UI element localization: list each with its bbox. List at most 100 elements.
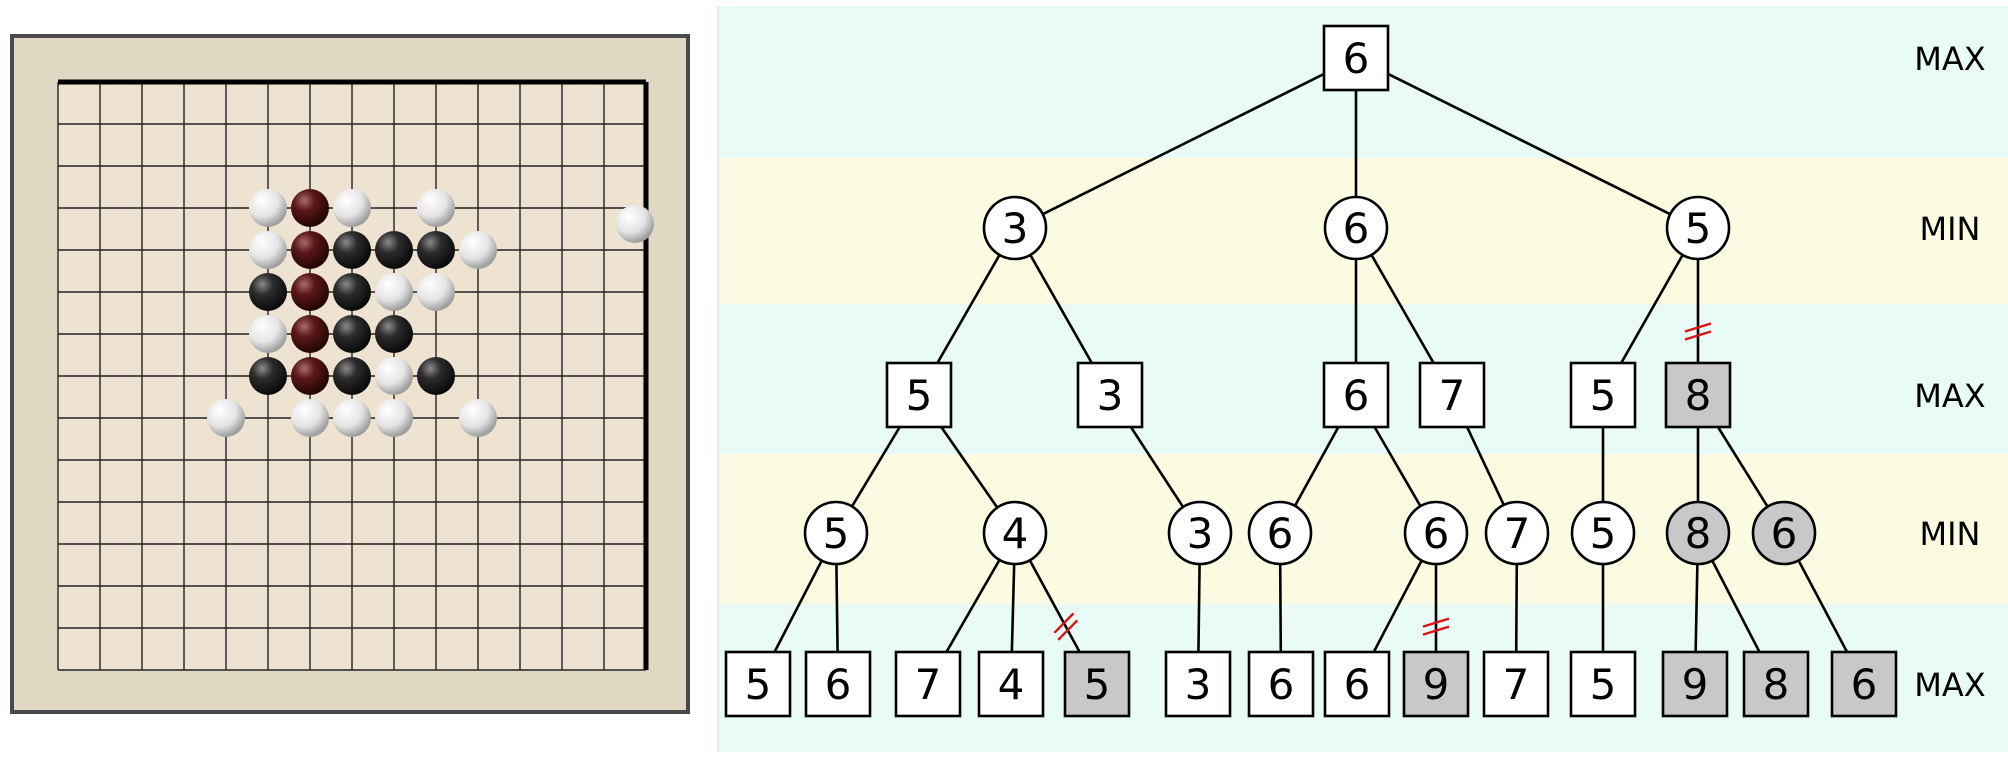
black-stone — [249, 357, 287, 395]
min-node — [1665, 195, 1731, 261]
min-node — [1570, 500, 1636, 566]
black-stone — [375, 315, 413, 353]
node-value: 5 — [1590, 509, 1617, 558]
level-label-min: MIN — [1920, 515, 1981, 553]
cut-mark — [1684, 330, 1712, 341]
max-node — [1164, 650, 1232, 718]
level-labels: MAX MIN MAX MIN MAX — [1914, 40, 1985, 704]
cut-mark — [1422, 617, 1450, 628]
max-node — [1661, 650, 1729, 718]
min-node — [1751, 500, 1817, 566]
red-stone — [291, 357, 329, 395]
max-node — [1569, 650, 1637, 718]
black-stone — [375, 231, 413, 269]
min-node — [1665, 500, 1731, 566]
max-node — [977, 650, 1045, 718]
max-node — [1742, 650, 1810, 718]
node-value: 6 — [1343, 371, 1370, 420]
gomoku-board — [10, 34, 690, 714]
cut-mark — [1684, 322, 1712, 333]
node-value: 4 — [998, 660, 1025, 709]
min-node — [1484, 500, 1550, 566]
min-node — [1403, 500, 1469, 566]
node-value: 8 — [1685, 371, 1712, 420]
node-value: 6 — [1343, 204, 1370, 253]
node-value: 6 — [1423, 509, 1450, 558]
white-stone — [417, 189, 455, 227]
node-value: 3 — [1097, 371, 1124, 420]
max-node — [1418, 361, 1486, 429]
cut-marks — [1053, 322, 1712, 641]
white-stone — [375, 273, 413, 311]
node-value: 4 — [1002, 509, 1029, 558]
max-node — [1402, 650, 1470, 718]
cut-mark — [1053, 612, 1075, 634]
board-stones — [207, 189, 654, 437]
max-node — [724, 650, 792, 718]
red-stone — [291, 315, 329, 353]
white-stone — [417, 273, 455, 311]
node-value: 5 — [745, 660, 772, 709]
level-label-max: MAX — [1914, 40, 1985, 78]
min-node — [1247, 500, 1313, 566]
black-stone — [249, 273, 287, 311]
min-node — [803, 500, 869, 566]
node-value: 6 — [1771, 509, 1798, 558]
node-value: 5 — [823, 509, 850, 558]
node-value: 6 — [1268, 660, 1295, 709]
node-value: 5 — [1590, 371, 1617, 420]
white-stone — [249, 189, 287, 227]
white-stone — [291, 399, 329, 437]
red-stone — [291, 273, 329, 311]
node-value: 5 — [906, 371, 933, 420]
max-node — [885, 361, 953, 429]
node-value: 3 — [1002, 204, 1029, 253]
node-value: 9 — [1682, 660, 1709, 709]
node-value: 3 — [1187, 509, 1214, 558]
black-stone — [333, 231, 371, 269]
red-stone — [291, 231, 329, 269]
cut-mark — [1057, 619, 1079, 641]
max-node — [1076, 361, 1144, 429]
max-node — [1569, 361, 1637, 429]
black-stone — [333, 315, 371, 353]
node-value: 8 — [1685, 509, 1712, 558]
tree-edge — [1014, 56, 1357, 230]
node-value: 7 — [1439, 371, 1466, 420]
min-node — [1167, 500, 1233, 566]
node-value: 5 — [1685, 204, 1712, 253]
max-node — [1664, 361, 1732, 429]
max-node — [1322, 361, 1390, 429]
white-stone — [459, 231, 497, 269]
white-stone — [207, 399, 245, 437]
level-label-max: MAX — [1914, 666, 1985, 704]
node-value: 7 — [1504, 509, 1531, 558]
max-node — [1063, 650, 1131, 718]
white-stone — [249, 231, 287, 269]
white-stone — [249, 315, 287, 353]
black-stone — [333, 273, 371, 311]
board-grid — [57, 79, 649, 671]
white-stone — [333, 189, 371, 227]
white-stone — [333, 399, 371, 437]
white-stone — [375, 357, 413, 395]
level-label-max: MAX — [1914, 377, 1985, 415]
node-value: 6 — [1267, 509, 1294, 558]
cut-mark — [1422, 625, 1450, 636]
white-stone-outside — [616, 205, 654, 243]
min-node — [982, 195, 1048, 261]
node-value: 6 — [1343, 34, 1370, 83]
max-node — [1482, 650, 1550, 718]
node-value: 7 — [915, 660, 942, 709]
node-value: 7 — [1503, 660, 1530, 709]
node-value: 9 — [1423, 660, 1450, 709]
max-node — [1247, 650, 1315, 718]
black-stone — [417, 357, 455, 395]
level-label-min: MIN — [1920, 210, 1981, 248]
black-stone — [333, 357, 371, 395]
node-value: 5 — [1084, 660, 1111, 709]
min-node — [1323, 195, 1389, 261]
red-stone — [291, 189, 329, 227]
